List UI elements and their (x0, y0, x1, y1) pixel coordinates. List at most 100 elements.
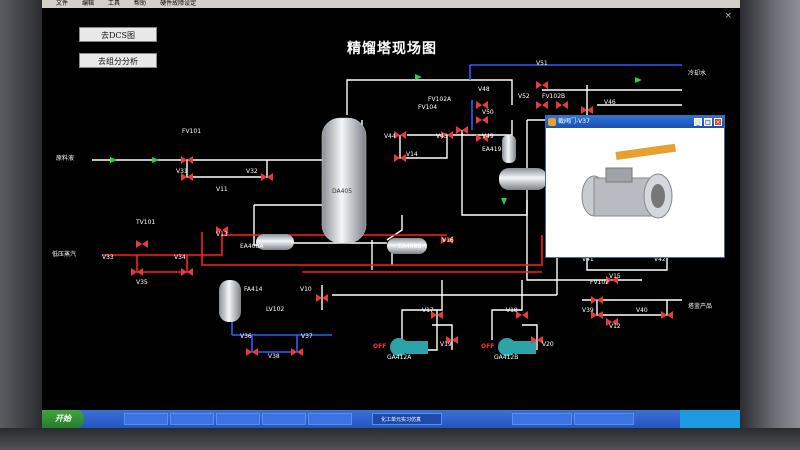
start-button[interactable]: 开始 (42, 410, 84, 428)
menu-fault-setting[interactable]: 硬件故障设定 (160, 0, 197, 7)
menu-edit[interactable]: 编辑 (82, 0, 95, 7)
valve-icon[interactable] (431, 311, 443, 319)
valve-tag: V17 (422, 307, 434, 314)
valve-icon[interactable] (131, 268, 143, 276)
valve-tag: V15 (609, 273, 621, 280)
valve-icon[interactable] (591, 311, 603, 319)
menu-tools[interactable]: 工具 (108, 0, 121, 7)
valve-icon[interactable] (606, 318, 618, 326)
page-title: 精馏塔现场图 (347, 41, 437, 57)
valve-tag: V33 (102, 254, 114, 261)
valve-icon[interactable] (536, 81, 548, 89)
valve-tag: V49 (482, 133, 494, 140)
valve-icon[interactable] (516, 311, 528, 319)
valve-icon[interactable] (476, 116, 488, 124)
valve-icon[interactable] (556, 101, 568, 109)
taskbar-item[interactable] (308, 413, 352, 425)
valve-popup-window[interactable]: 截阀门-V37 _ □ × (545, 115, 725, 258)
cooling-water-label: 冷却水 (688, 70, 707, 77)
valve-tag: V12 (609, 323, 621, 330)
valve-tag: V42 (654, 256, 666, 263)
valve-tag: EA408A (240, 243, 264, 250)
reboiler-ea408b[interactable] (387, 238, 427, 254)
valve-tag: V13 (216, 231, 228, 238)
valve-icon[interactable] (261, 173, 273, 181)
valve-icon[interactable] (441, 236, 453, 244)
product-label: 塔釜产品 (688, 303, 713, 310)
valve-icon[interactable] (606, 276, 618, 284)
valve-tag: V39 (582, 307, 594, 314)
reflux-drum[interactable] (499, 168, 547, 190)
valve-tag: V10 (300, 286, 312, 293)
valve-icon[interactable] (246, 348, 258, 356)
popup-close-button[interactable]: × (714, 118, 722, 126)
valve-tag: V48 (478, 86, 490, 93)
condenser-ea419[interactable] (502, 135, 516, 163)
menu-help[interactable]: 帮助 (134, 0, 147, 7)
popup-titlebar[interactable]: 截阀门-V37 _ □ × (546, 116, 724, 128)
valve-icon[interactable] (661, 311, 673, 319)
valve-tag: FV101 (182, 128, 202, 135)
valve-icon[interactable] (476, 134, 488, 142)
close-icon[interactable]: × (724, 11, 732, 21)
taskbar-item[interactable] (262, 413, 306, 425)
valve-tag: V11 (216, 186, 228, 193)
valve-icon[interactable] (181, 268, 193, 276)
valve-tag: TV101 (136, 219, 156, 226)
taskbar-item[interactable] (574, 413, 634, 425)
reboiler-ea408a[interactable] (256, 234, 294, 250)
valve-tag: V41 (582, 256, 594, 263)
taskbar-item[interactable] (170, 413, 214, 425)
steam-label: 低压蒸汽 (52, 251, 77, 258)
valve-tag: V52 (518, 93, 530, 100)
taskbar-item[interactable] (124, 413, 168, 425)
valve-icon[interactable] (394, 154, 406, 162)
valve-icon[interactable] (531, 336, 543, 344)
go-dcs-button[interactable]: 去DCS图 (79, 27, 157, 42)
column-label: DA405 (332, 188, 353, 195)
valve-icon[interactable] (216, 226, 228, 234)
minimize-button[interactable]: _ (694, 118, 702, 126)
monitor-bezel-left (0, 0, 42, 450)
taskbar: 开始 化工单元实习仿真 (42, 410, 740, 428)
go-analysis-button[interactable]: 去组分分析 (79, 53, 157, 68)
valve-icon[interactable] (181, 156, 193, 164)
valve-icon[interactable] (446, 336, 458, 344)
valve-tag: V43 (436, 133, 448, 140)
monitor-bezel-right (740, 0, 800, 450)
valve-tag: V35 (136, 279, 148, 286)
taskbar-item[interactable] (216, 413, 260, 425)
valve-tag: GA412A (387, 354, 412, 361)
valve-icon[interactable] (136, 240, 148, 248)
valve-tag: V14 (406, 151, 418, 158)
tank-fa414[interactable] (219, 280, 241, 322)
valve-icon[interactable] (291, 348, 303, 356)
valve-tag: EA408B (398, 243, 422, 250)
valve-icon[interactable] (536, 101, 548, 109)
valve-tag: V31 (176, 168, 188, 175)
valve-tag: V32 (246, 168, 258, 175)
valve-tag: V38 (268, 353, 280, 360)
valve-icon[interactable] (394, 131, 406, 139)
valve-icon[interactable] (476, 101, 488, 109)
menu-bar: 文件 编辑 工具 帮助 硬件故障设定 (42, 0, 740, 8)
taskbar-item-simulator[interactable]: 化工单元实习仿真 (372, 413, 442, 425)
valve-icon[interactable] (441, 131, 453, 139)
valve-tag: V36 (240, 333, 252, 340)
pump-ga412b[interactable] (498, 338, 536, 356)
pump-a-status: OFF (373, 343, 387, 350)
menu-file[interactable]: 文件 (56, 0, 69, 7)
valve-icon[interactable] (591, 296, 603, 304)
screen: 文件 编辑 工具 帮助 硬件故障设定 × 去DCS图 去组分分析 精馏塔现场图 (42, 0, 740, 428)
valve-icon[interactable] (316, 294, 328, 302)
pump-b-status: OFF (481, 343, 495, 350)
pump-ga412a[interactable] (390, 338, 428, 356)
distillation-column[interactable] (321, 117, 367, 244)
valve-icon[interactable] (181, 173, 193, 181)
taskbar-item[interactable] (512, 413, 572, 425)
valve-icon[interactable] (456, 126, 468, 134)
valve-icon[interactable] (581, 106, 593, 114)
maximize-button[interactable]: □ (704, 118, 712, 126)
valve-tag: V16 (442, 237, 454, 244)
valve-tag: FV102 (590, 279, 610, 286)
